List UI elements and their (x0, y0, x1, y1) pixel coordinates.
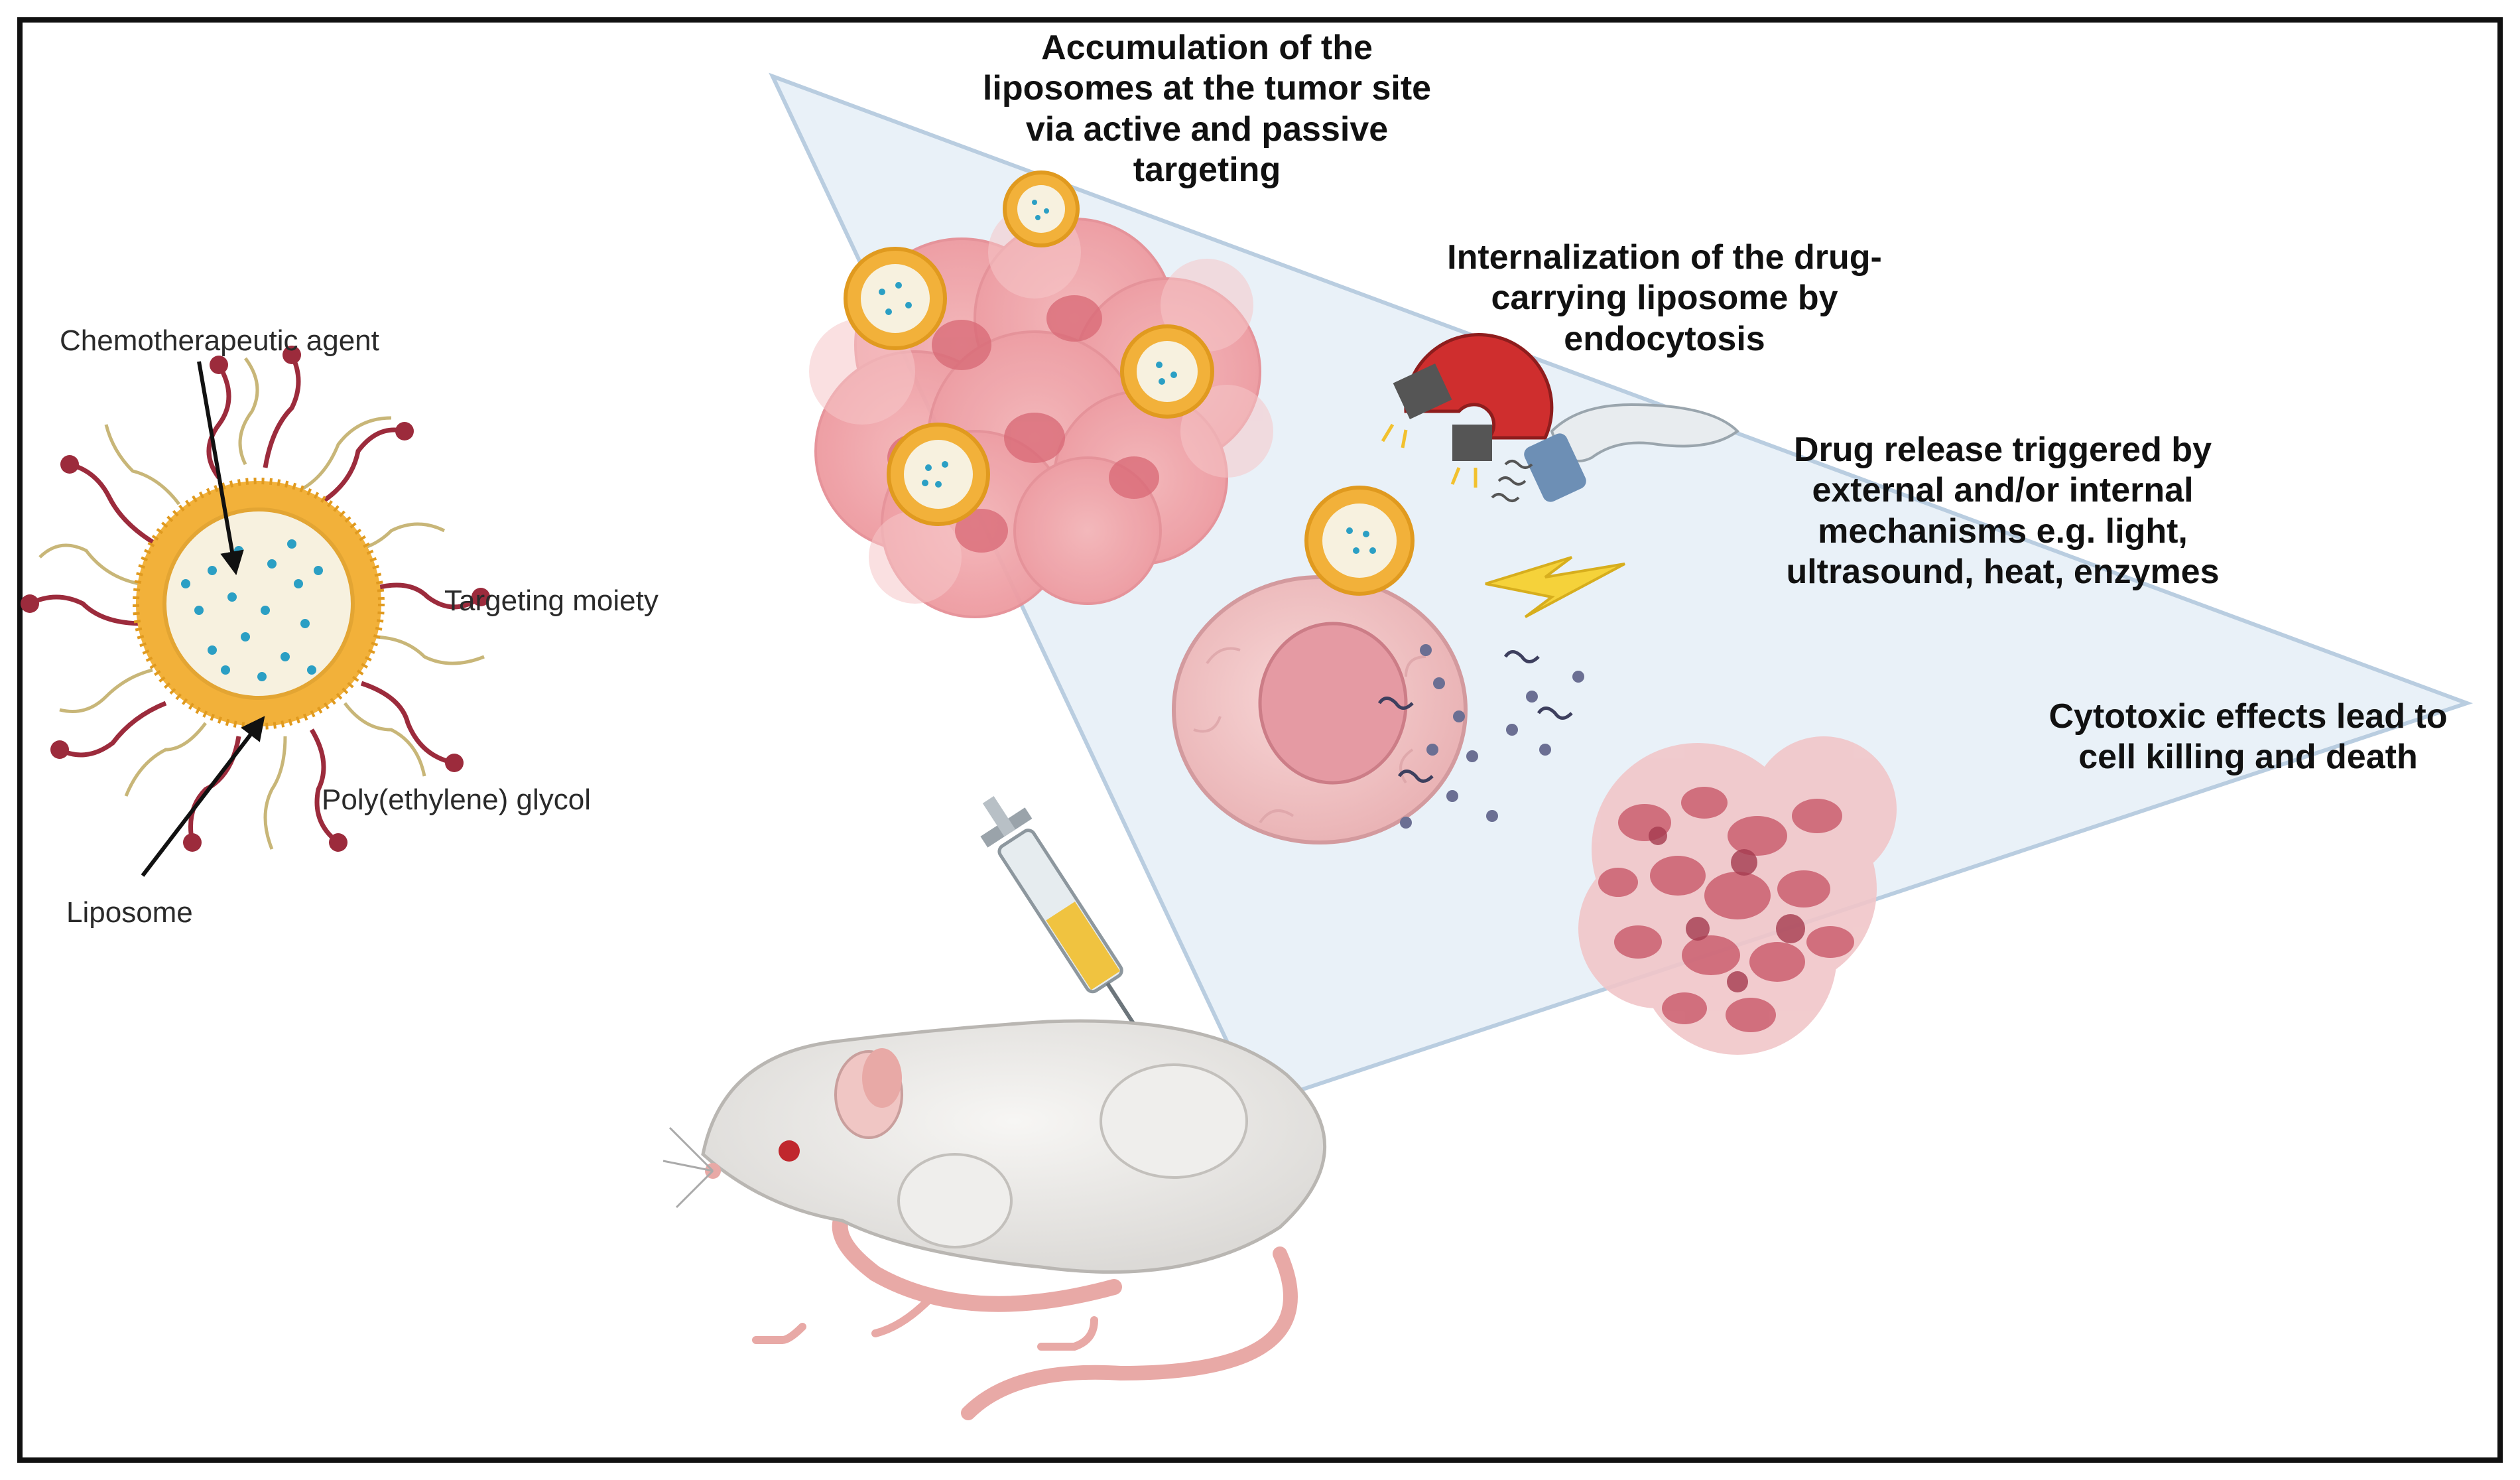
drug-dots (181, 539, 323, 681)
ligand-heads (21, 346, 490, 852)
chemo-agent-label: Chemotherapeutic agent (60, 324, 379, 357)
cytotoxic-label: Cytotoxic effects lead to cell killing a… (2048, 697, 2448, 777)
drug-release-label: Drug release triggered by external and/o… (1786, 431, 2220, 592)
liposome-label: Liposome (66, 896, 193, 929)
liposome-diagram (21, 346, 490, 877)
accumulation-label: Accumulation of the liposomes at the tum… (982, 29, 1432, 190)
liposome-pointer-arrow (141, 716, 265, 877)
ligand-chains (29, 354, 483, 844)
peg-chains (38, 357, 485, 850)
ultrasound-probe-icon (1491, 403, 1740, 502)
tumor-cluster (809, 170, 1273, 618)
lightning-bolt-icon (1485, 556, 1625, 618)
target-cell (1172, 486, 1584, 844)
released-drug-dots (1400, 644, 1584, 829)
peg-label: Poly(ethylene) glycol (322, 783, 591, 816)
chemo-pointer-arrow (197, 361, 244, 576)
dead-cells (1578, 736, 1897, 1055)
internalization-label: Internalization of the drug-carrying lip… (1447, 238, 1882, 358)
magnet-icon (1381, 333, 1554, 488)
targeting-moiety-label: Targeting moiety (444, 584, 659, 617)
mouse-illustration (662, 1019, 1326, 1420)
tumor-liposomes (844, 170, 1214, 526)
